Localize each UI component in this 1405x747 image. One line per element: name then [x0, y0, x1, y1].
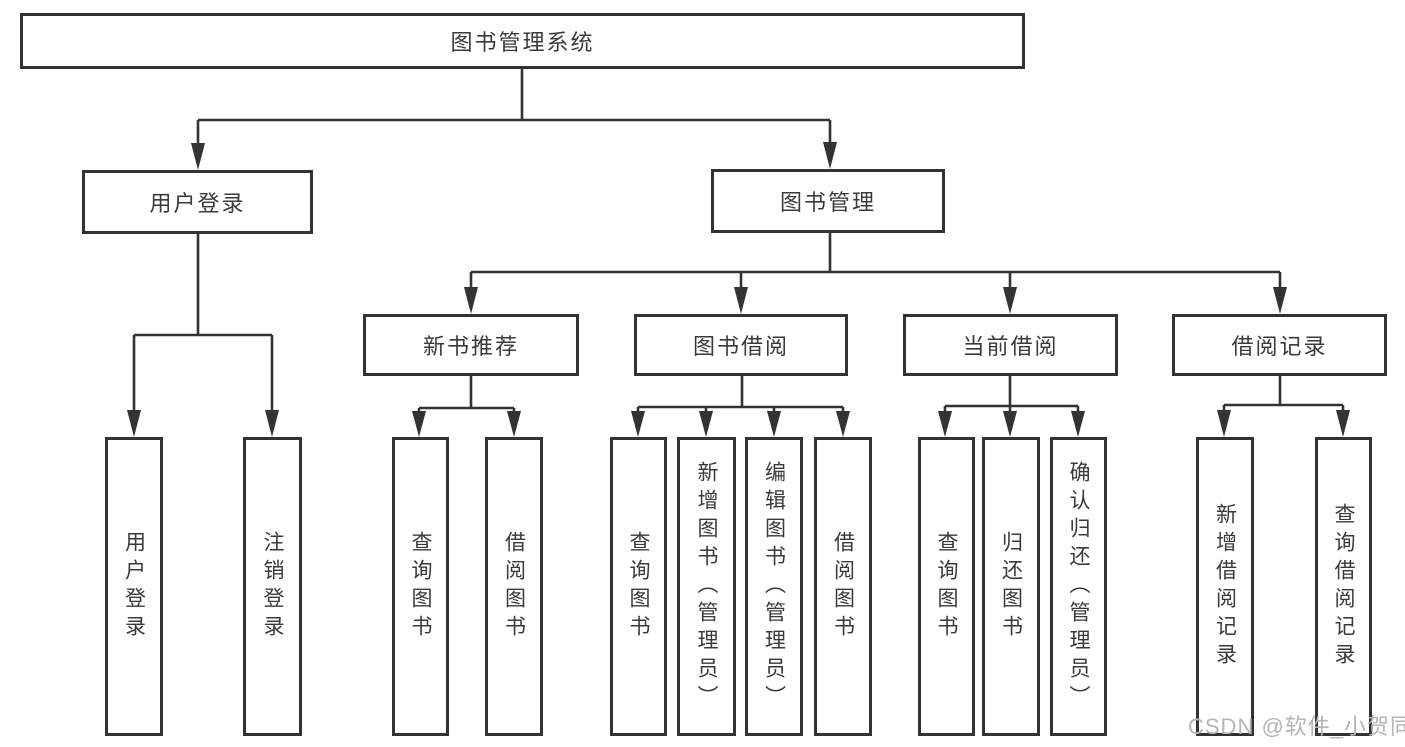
- node-label: 图书借阅: [692, 334, 789, 359]
- leaf-current-return-books: 归还图书: [982, 437, 1040, 736]
- leaf-records-add-borrow-record: 新增借阅记录: [1196, 437, 1254, 736]
- node-label: 新增图书（管理员）: [695, 460, 719, 713]
- node-label: 新增借阅记录: [1213, 502, 1237, 671]
- leaf-borrow-add-books-admin: 新增图书（管理员）: [677, 437, 736, 736]
- node-current-borrow: 当前借阅: [903, 314, 1118, 376]
- leaf-current-confirm-return-admin: 确认归还（管理员）: [1050, 437, 1107, 736]
- node-book-management: 图书管理: [711, 169, 945, 233]
- leaf-recommend-query-books: 查询图书: [392, 437, 449, 736]
- node-label: 确认归还（管理员）: [1067, 460, 1091, 713]
- node-user-login: 用户登录: [82, 170, 313, 234]
- leaf-borrow-edit-books-admin: 编辑图书（管理员）: [745, 437, 803, 736]
- leaf-current-query-books: 查询图书: [918, 437, 975, 736]
- node-root-library-system: 图书管理系统: [20, 13, 1025, 69]
- node-book-borrow: 图书借阅: [634, 314, 848, 376]
- csdn-watermark: CSDN @软件_小贺同学: [1188, 714, 1405, 739]
- node-label: 编辑图书（管理员）: [762, 460, 786, 713]
- node-label: 用户登录: [122, 530, 146, 643]
- leaf-recommend-borrow-books: 借阅图书: [485, 437, 543, 736]
- node-label: 归还图书: [999, 530, 1023, 643]
- leaf-user-login: 用户登录: [105, 437, 163, 736]
- node-label: 当前借阅: [962, 334, 1059, 359]
- node-label: 借阅图书: [831, 530, 855, 643]
- node-label: 查询图书: [935, 530, 959, 643]
- node-label: 查询借阅记录: [1332, 502, 1356, 671]
- node-new-book-recommend: 新书推荐: [363, 314, 579, 376]
- node-label: 借阅记录: [1231, 334, 1328, 359]
- node-label: 用户登录: [149, 191, 246, 216]
- leaf-borrow-borrow-books: 借阅图书: [814, 437, 872, 736]
- leaf-records-query-borrow-record: 查询借阅记录: [1315, 437, 1372, 736]
- leaf-borrow-query-books: 查询图书: [610, 437, 667, 736]
- node-label: 图书管理: [779, 190, 876, 215]
- node-borrow-records: 借阅记录: [1172, 314, 1387, 376]
- node-label: 借阅图书: [502, 530, 526, 643]
- node-label: 查询图书: [409, 530, 433, 643]
- leaf-logout: 注销登录: [243, 437, 302, 736]
- node-label: 注销登录: [261, 530, 285, 643]
- node-label: 新书推荐: [422, 334, 519, 359]
- node-label: 图书管理系统: [450, 30, 595, 55]
- node-label: 查询图书: [627, 530, 651, 643]
